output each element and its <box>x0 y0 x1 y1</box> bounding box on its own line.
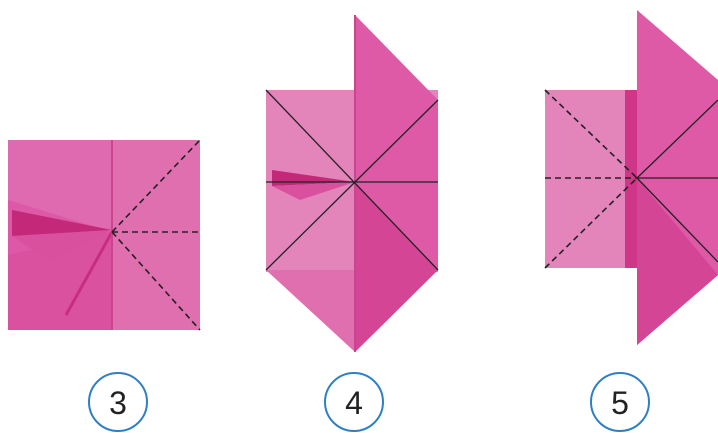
step-4-illustration <box>266 15 438 352</box>
step-3-right-half <box>112 140 200 330</box>
step-number-4: 4 <box>345 385 363 421</box>
step-5-illustration <box>545 10 718 345</box>
step-3-illustration <box>8 140 200 330</box>
step-5-fold-edge <box>625 90 637 268</box>
step-4-left-triangle <box>266 270 355 352</box>
step-badge-5: 5 <box>591 373 649 431</box>
step-badge-4: 4 <box>325 373 383 431</box>
step-number-5: 5 <box>611 385 629 421</box>
step-badge-3: 3 <box>89 373 147 431</box>
step-number-3: 3 <box>109 385 127 421</box>
step-5-left-square <box>545 90 637 268</box>
